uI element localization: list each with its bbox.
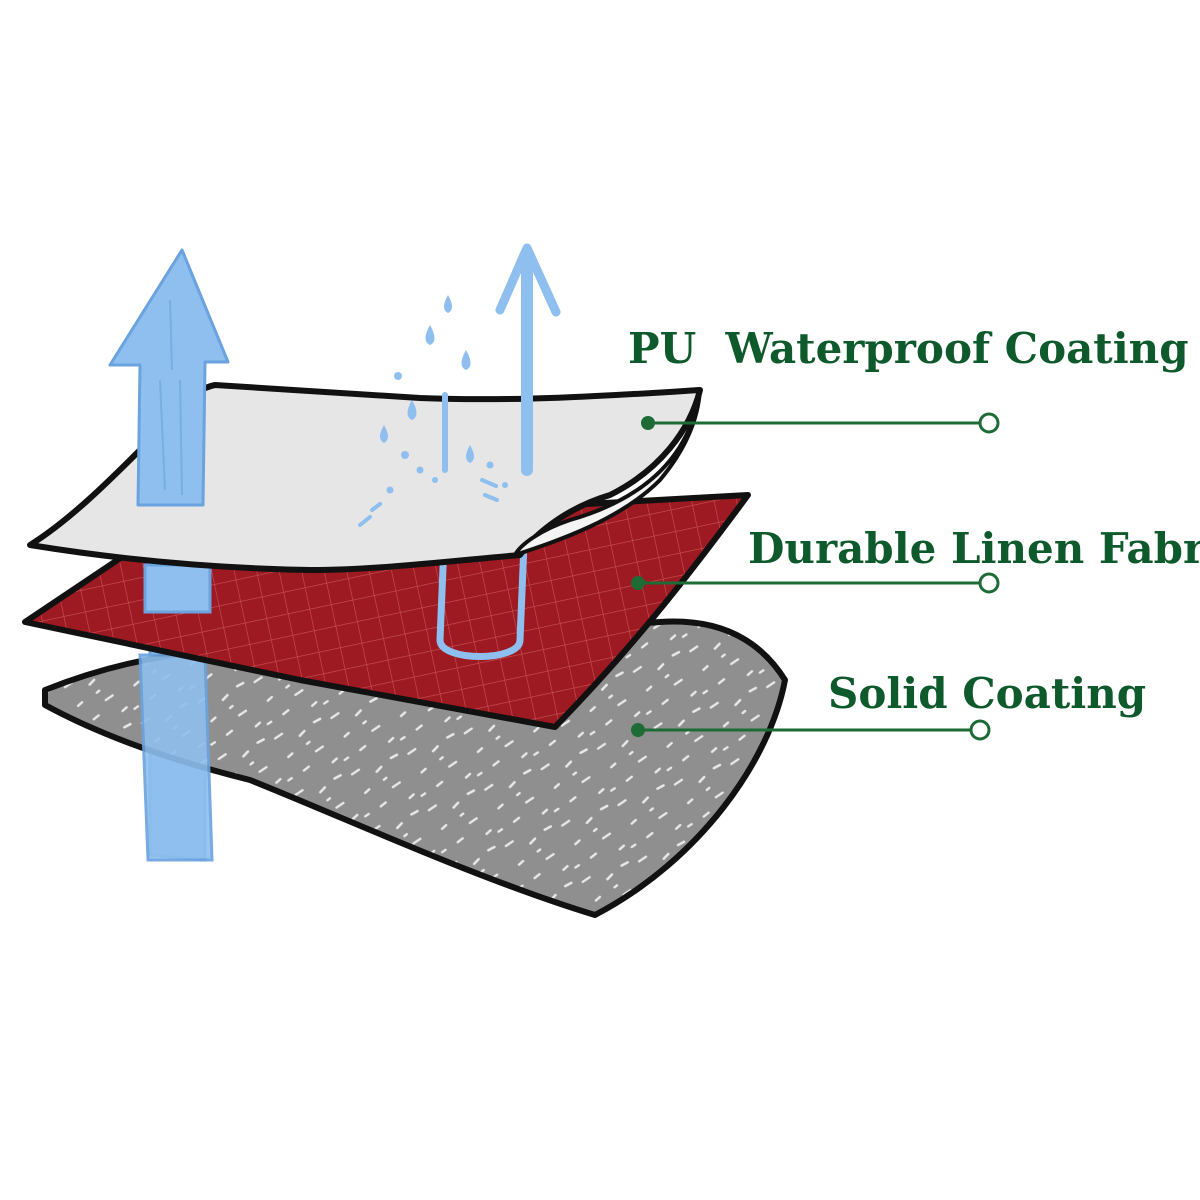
leader-end-icon xyxy=(978,412,1000,434)
solid-coating-label: Solid Coating xyxy=(828,669,1146,718)
water-drop-icon xyxy=(358,295,508,527)
pu-coating-label: PU Waterproof Coating xyxy=(628,324,1189,373)
leader-dot-icon xyxy=(631,723,645,737)
linen-fabric-label: Durable Linen Fabric xyxy=(748,524,1200,573)
vapor-up-arrow-icon xyxy=(495,243,561,476)
vapor-up-arrow-icon xyxy=(108,248,230,507)
leader-dot-icon xyxy=(631,576,645,590)
callout-linen: Durable Linen Fabric xyxy=(631,524,1200,594)
callout-solid: Solid Coating xyxy=(631,669,1146,741)
callout-pu: PU Waterproof Coating xyxy=(628,324,1189,434)
vapor-up-arrow-lower-icon xyxy=(138,653,214,862)
leader-end-icon xyxy=(969,719,991,741)
leader-end-icon xyxy=(978,572,1000,594)
pu-coating-curl xyxy=(511,389,702,559)
vapor-up-arrow-mid-icon xyxy=(143,563,212,614)
water-path-loop-icon xyxy=(436,516,529,660)
leader-dot-icon xyxy=(641,416,655,430)
